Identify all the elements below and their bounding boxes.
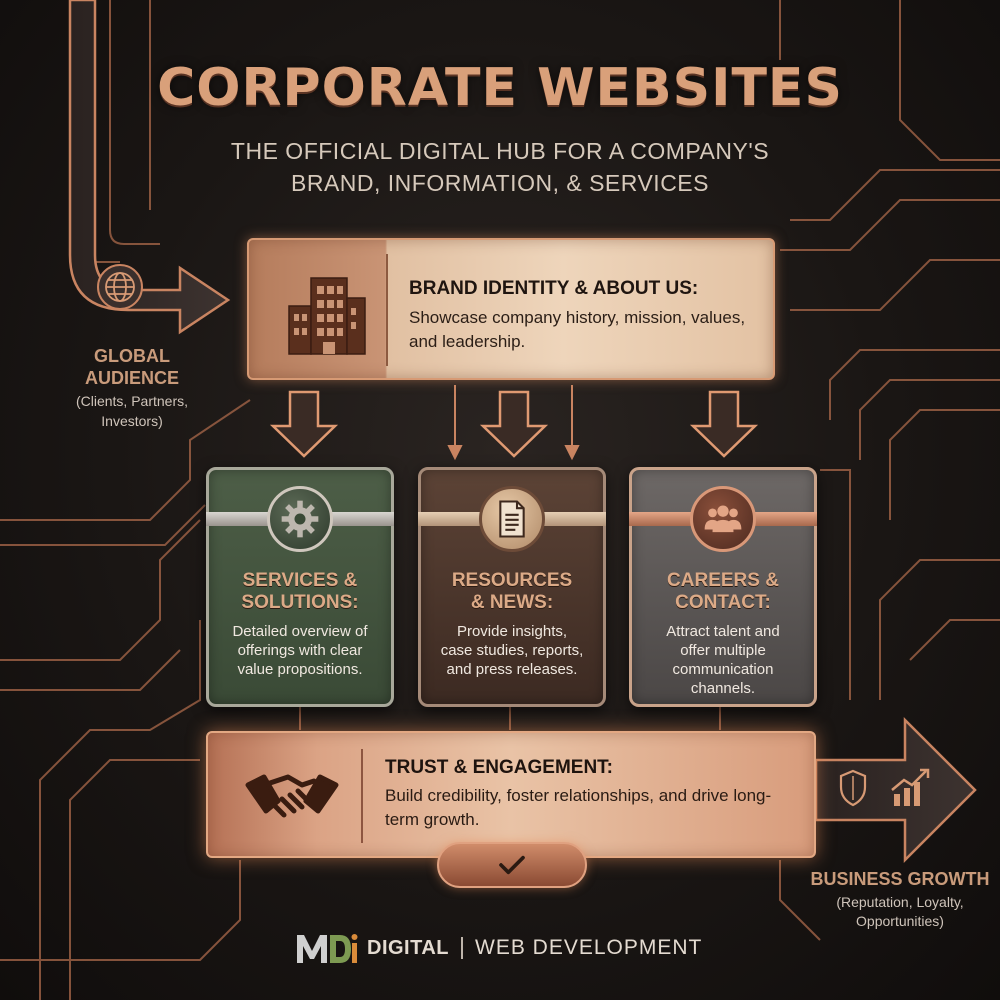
services-body: Detailed overview of offerings with clea… xyxy=(217,622,383,679)
shield-icon xyxy=(839,769,867,807)
card-body-line: value propositions. xyxy=(237,661,363,678)
global-audience-subtitle: (Clients, Partners, Investors) xyxy=(52,391,212,431)
mdi-logo xyxy=(297,934,358,963)
careers-card: CAREERS & CONTACT: Attract talent and of… xyxy=(629,467,817,707)
growth-chart-icon xyxy=(891,768,930,806)
checkmark-badge xyxy=(437,842,587,888)
resources-card: RESOURCES & NEWS: Provide insights, case… xyxy=(418,467,606,707)
card-title-line: CONTACT: xyxy=(675,592,771,613)
card-body-line: Provide insights, xyxy=(456,623,568,640)
global-sub-line: Investors) xyxy=(101,413,163,429)
card-title-line: CAREERS & xyxy=(667,570,779,591)
trust-heading: TRUST & ENGAGEMENT: xyxy=(385,757,613,778)
brand-identity-heading: BRAND IDENTITY & ABOUT US: xyxy=(409,278,699,299)
office-building-icon xyxy=(271,258,381,368)
footer-section: WEB DEVELOPMENT xyxy=(475,936,703,959)
document-icon xyxy=(479,486,545,552)
trust-body: Build credibility, foster relationships,… xyxy=(385,786,772,829)
resources-body: Provide insights, case studies, reports,… xyxy=(429,622,595,679)
panel-divider xyxy=(386,254,388,366)
card-title-line: & NEWS: xyxy=(470,592,554,613)
footer-separator xyxy=(461,937,464,959)
globe-icon xyxy=(105,272,135,302)
panel-divider xyxy=(361,749,363,843)
brand-identity-body: Showcase company history, mission, value… xyxy=(409,308,746,351)
careers-title: CAREERS & CONTACT: xyxy=(632,570,814,614)
global-audience-label: GLOBAL AUDIENCE (Clients, Partners, Inve… xyxy=(52,345,212,431)
subtitle-line-1: THE OFFICIAL DIGITAL HUB FOR A COMPANY'S xyxy=(230,138,770,164)
card-title-line: RESOURCES xyxy=(451,570,573,591)
business-growth-title: BUSINESS GROWTH xyxy=(810,869,990,889)
footer: DIGITAL WEB DEVELOPMENT xyxy=(295,928,702,968)
card-body-line: offerings with clear xyxy=(237,642,363,659)
card-title-line: SERVICES & xyxy=(242,570,358,591)
card-body-line: and press releases. xyxy=(446,661,578,678)
global-audience-title: GLOBAL AUDIENCE xyxy=(52,345,212,389)
global-title-line: GLOBAL xyxy=(94,346,170,366)
global-sub-line: (Clients, Partners, xyxy=(75,393,189,409)
card-title-line: SOLUTIONS: xyxy=(241,592,359,613)
checkmark-icon xyxy=(499,855,525,875)
card-body-line: channels. xyxy=(690,680,756,697)
business-growth-subtitle: (Reputation, Loyalty, Opportunities) xyxy=(800,893,1000,931)
card-body-line: Detailed overview of xyxy=(232,623,368,640)
brand-identity-panel: BRAND IDENTITY & ABOUT US: Showcase comp… xyxy=(247,238,775,380)
services-title: SERVICES & SOLUTIONS: xyxy=(209,570,391,614)
handshake-icon xyxy=(244,755,340,835)
gear-icon xyxy=(267,486,333,552)
page-title: CORPORATE WEBSITES xyxy=(157,58,843,118)
footer-brand: DIGITAL xyxy=(367,936,450,959)
careers-body: Attract talent and offer multiple commun… xyxy=(640,622,806,698)
services-card: SERVICES & SOLUTIONS: Detailed overview … xyxy=(206,467,394,707)
business-growth-label: BUSINESS GROWTH (Reputation, Loyalty, Op… xyxy=(800,868,1000,931)
card-body-line: case studies, reports, xyxy=(440,642,584,659)
resources-title: RESOURCES & NEWS: xyxy=(421,570,603,614)
card-body-line: offer multiple xyxy=(680,642,766,659)
people-group-icon xyxy=(690,486,756,552)
card-body-line: Attract talent and xyxy=(666,623,780,640)
growth-sub-line: (Reputation, Loyalty, xyxy=(836,894,964,910)
trust-engagement-panel: TRUST & ENGAGEMENT: Build credibility, f… xyxy=(206,731,816,858)
growth-sub-line: Opportunities) xyxy=(856,913,944,929)
page-subtitle: THE OFFICIAL DIGITAL HUB FOR A COMPANY'S… xyxy=(0,135,1000,199)
global-title-line: AUDIENCE xyxy=(84,368,179,388)
card-body-line: communication xyxy=(672,661,774,678)
subtitle-line-2: BRAND, INFORMATION, & SERVICES xyxy=(291,170,709,196)
